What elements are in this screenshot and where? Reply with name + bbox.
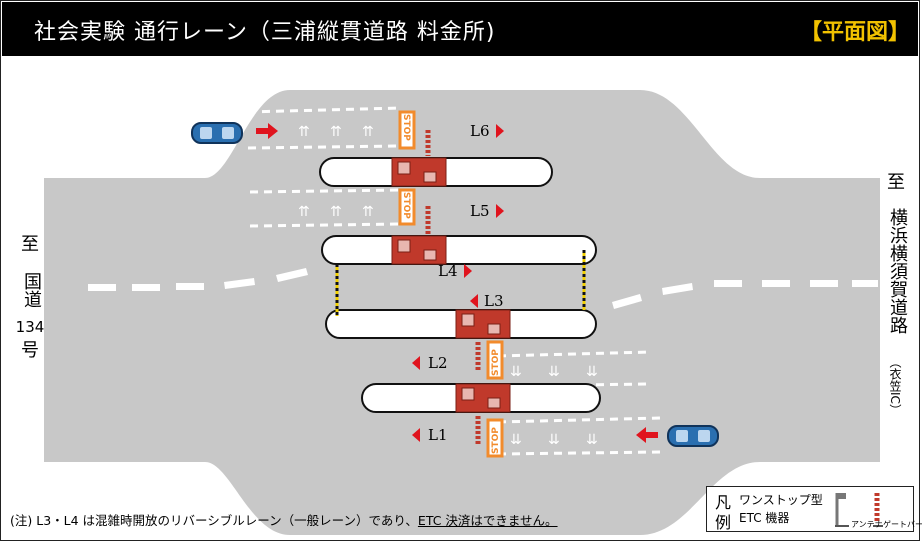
legend: 凡 例 ワンストップ型 ETC 機器 アンテナ ゲートバー	[706, 486, 922, 532]
view-tag: 【平面図】	[799, 20, 910, 45]
legend-item-line2: ETC 機器	[739, 511, 790, 525]
left-destination-name: 国道	[21, 272, 42, 308]
title-bar: 社会実験 通行レーン（三浦縦貫道路 料金所) 【平面図】	[2, 2, 918, 56]
stop-text-l6: STOP	[401, 114, 411, 141]
stop-text-l2: STOP	[491, 349, 501, 376]
svg-text:⇈: ⇈	[298, 124, 310, 140]
lane-label-l3: L3	[484, 292, 504, 310]
svg-text:⇊: ⇊	[548, 364, 560, 380]
island-l5	[321, 235, 597, 265]
footnote-underlined: ETC 決済はできません。	[417, 513, 558, 528]
svg-text:⇈: ⇈	[362, 124, 374, 140]
legend-icons	[835, 493, 883, 527]
right-destination-via: （衣笠IC）	[888, 356, 902, 416]
antenna-icon	[835, 493, 849, 527]
left-destination-suffix: 号	[21, 340, 39, 361]
lane-label-l5: L5	[470, 202, 490, 220]
right-destination-to: 至	[887, 172, 905, 193]
svg-text:⇊: ⇊	[548, 432, 560, 448]
svg-text:⇈: ⇈	[362, 204, 374, 220]
svg-text:⇈: ⇈	[330, 124, 342, 140]
svg-text:⇊: ⇊	[510, 364, 522, 380]
svg-text:⇊: ⇊	[586, 364, 598, 380]
svg-text:⇊: ⇊	[510, 432, 522, 448]
stop-text-l1: STOP	[491, 427, 501, 454]
page-title: 社会実験 通行レーン（三浦縦貫道路 料金所)	[34, 20, 496, 45]
legend-title-b: 例	[715, 513, 732, 532]
stop-text-l5: STOP	[401, 192, 411, 219]
gate-bar-icon	[873, 493, 883, 527]
left-destination-number: 134	[15, 318, 45, 336]
car-eastbound	[667, 425, 719, 447]
legend-title-a: 凡	[715, 493, 732, 512]
svg-text:⇈: ⇈	[298, 204, 310, 220]
footnote-text: (注) L3・L4 は混雑時開放のリバーシブルレーン（一般レーン）であり、	[10, 513, 418, 528]
reversible-lane-posts-yellow	[335, 253, 586, 316]
direction-arrows	[256, 123, 658, 443]
booth-windows	[397, 161, 501, 409]
lane-label-l1: L1	[428, 426, 448, 444]
center-line	[88, 268, 878, 309]
svg-text:⇈: ⇈	[330, 204, 342, 220]
left-destination-to: 至	[21, 234, 39, 255]
legend-item-line1: ワンストップ型	[739, 493, 823, 507]
right-destination-name: 横浜横須賀道路	[887, 208, 908, 334]
lane-label-l2: L2	[428, 354, 448, 372]
lane-label-l6: L6	[470, 122, 490, 140]
car-westbound	[191, 122, 243, 144]
lane-glyphs: ⇈ ⇈ ⇈ ⇈ ⇈ ⇈ ⇊ ⇊ ⇊ ⇊ ⇊ ⇊	[298, 124, 598, 448]
footnote: (注) L3・L4 は混雑時開放のリバーシブルレーン（一般レーン）であり、ETC…	[10, 510, 558, 529]
stop-texts: STOP STOP STOP STOP	[401, 114, 501, 454]
legend-gate-label: ゲートバー	[883, 520, 922, 529]
lane-label-l4: L4	[438, 262, 458, 280]
stop-boards	[398, 110, 504, 458]
legend-antenna-label: アンテナ	[851, 520, 883, 529]
gate-bars	[425, 130, 481, 444]
svg-text:⇊: ⇊	[586, 432, 598, 448]
